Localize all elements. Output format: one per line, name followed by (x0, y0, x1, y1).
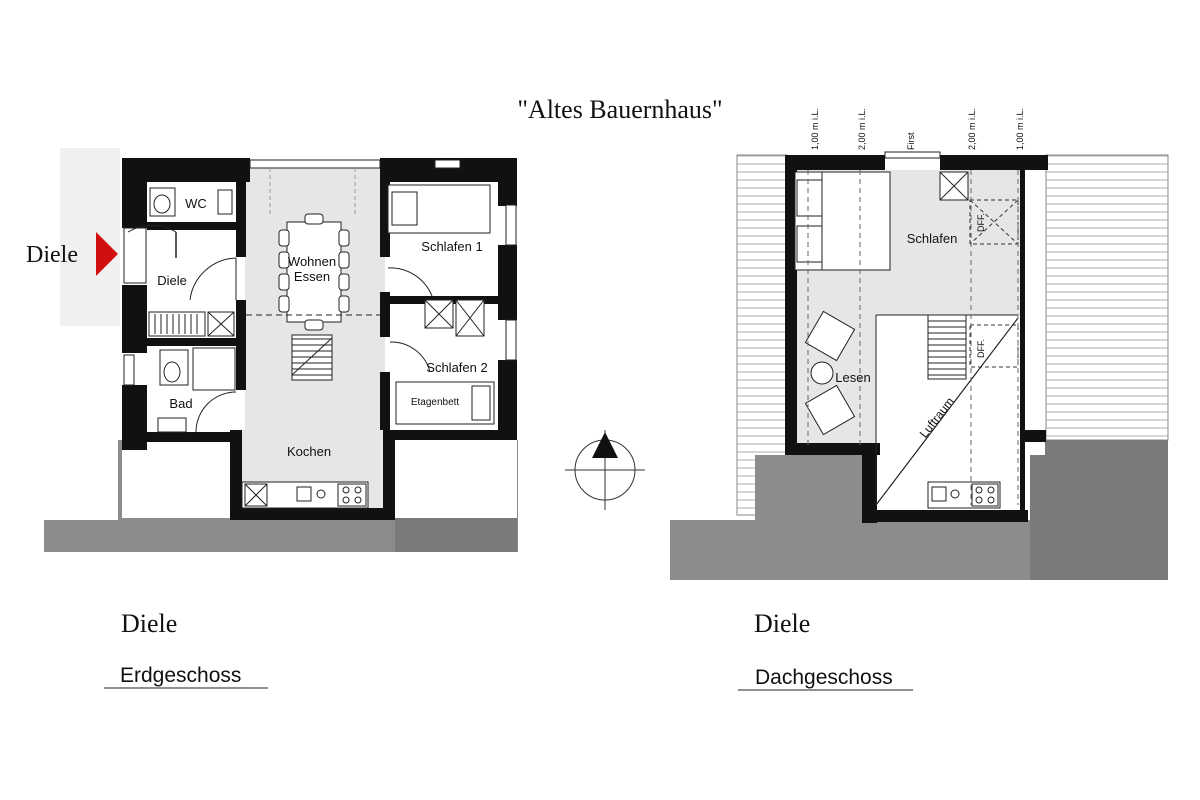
ground-floor-caption: Diele (121, 609, 177, 638)
entrance-arrow-icon (96, 232, 118, 276)
height-mark-4: 1,00 m i.L. (1015, 108, 1025, 150)
entrance-door (123, 227, 147, 284)
wc-sink (217, 189, 233, 215)
wardrobe (148, 311, 206, 337)
room-label-diele: Diele (157, 273, 187, 288)
north-arrow-icon (565, 430, 645, 510)
height-mark-ridge: First (906, 132, 916, 150)
room-label-schlafen-2: Schlafen 2 (426, 360, 487, 375)
room-label-bad: Bad (169, 396, 192, 411)
room-label-lesen: Lesen (835, 370, 870, 385)
stairs (291, 334, 333, 381)
entrance-area (60, 148, 120, 326)
entrance-label: Diele (26, 242, 78, 268)
page-title: "Altes Bauernhaus" (517, 95, 722, 124)
attic-floor-plan (670, 151, 1169, 580)
side-table (810, 361, 834, 385)
skylight-label-1: DFF. (976, 213, 986, 232)
bad-shower (192, 347, 236, 391)
ground-floor-walls (122, 158, 517, 520)
skylight-label-2: DFF. (976, 339, 986, 358)
room-label-wohnen: Wohnen (288, 254, 336, 269)
ground-floor-name: Erdgeschoss (120, 664, 241, 687)
room-label-schlafen: Schlafen (907, 231, 958, 246)
height-mark-2: 2,00 m i.L. (857, 108, 867, 150)
kitchen-stove (337, 483, 367, 507)
attic-walls (785, 155, 1048, 523)
dining-chairs (278, 213, 350, 331)
roof-right (1045, 154, 1169, 441)
room-label-essen: Essen (294, 269, 330, 284)
neighbor-area-left (44, 520, 124, 552)
luftraum-diagonal (875, 317, 1019, 506)
window-left (123, 354, 135, 386)
ground-floor-plan (44, 148, 518, 552)
room-label-wc: WC (185, 196, 207, 211)
attic-floor-name: Dachgeschoss (755, 666, 893, 689)
height-mark-1: 1,00 m i.L. (810, 108, 820, 150)
window-top-right (434, 159, 461, 169)
height-mark-3: 2,00 m i.L. (967, 108, 977, 150)
ridge-window (884, 151, 941, 159)
room-label-kochen: Kochen (287, 444, 331, 459)
bad-sink (157, 417, 187, 433)
skylight-2 (969, 324, 1019, 368)
attic-caption: Diele (754, 609, 810, 638)
kitchen-sink (296, 486, 312, 502)
window-top (249, 159, 381, 169)
room-label-schlafen-1: Schlafen 1 (421, 239, 482, 254)
attic-stairs (927, 314, 967, 380)
skylight-1 (969, 199, 1019, 245)
window-right-1 (505, 204, 517, 246)
reading-chair-1 (804, 310, 856, 362)
reading-chair-2 (804, 384, 856, 436)
room-label-etagenbett: Etagenbett (411, 397, 460, 408)
window-right-2 (505, 319, 517, 361)
